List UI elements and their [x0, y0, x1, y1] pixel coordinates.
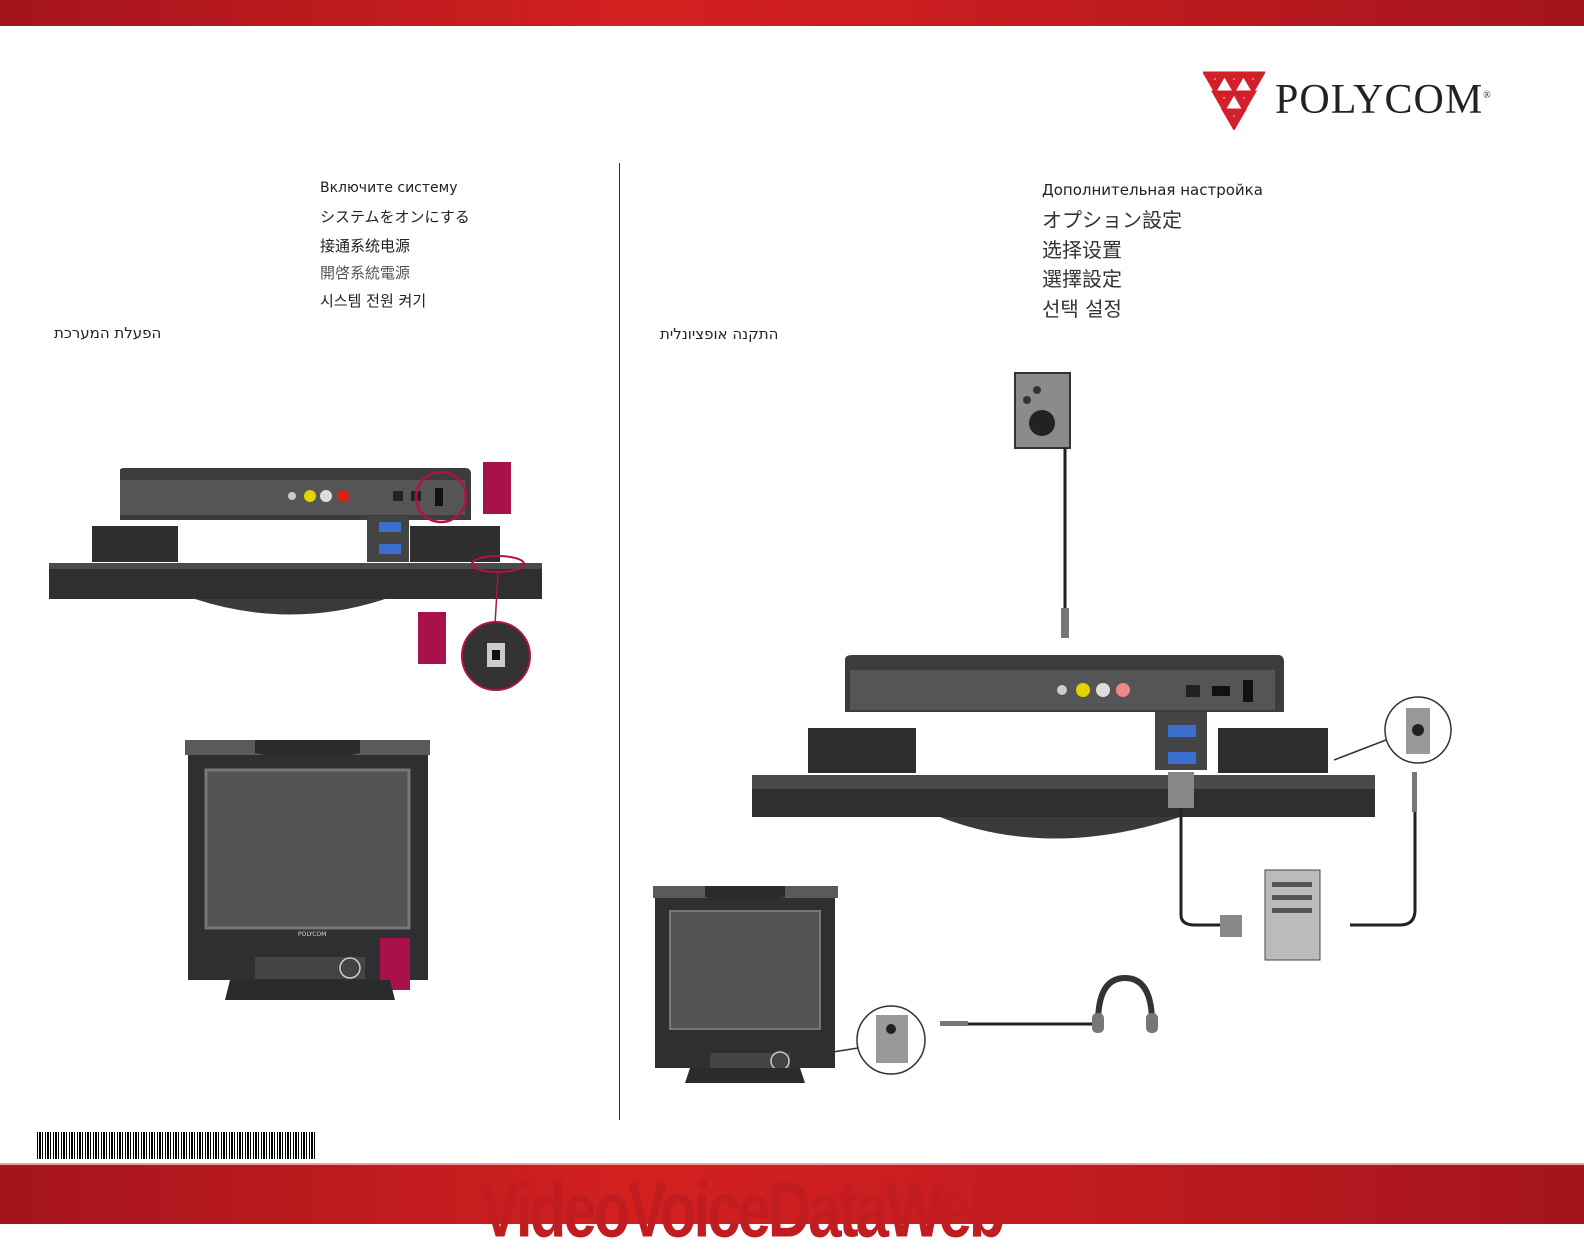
polycom-logo: POLYCOM®: [1203, 70, 1492, 130]
left-heading-he: הפעלת המערכת: [54, 324, 162, 342]
device-brand-label: POLYCOM: [298, 931, 326, 938]
polycom-logo-icon: [1203, 71, 1265, 130]
vga-port: [379, 544, 401, 554]
left-heading-ko: 시스템 전원 켜기: [320, 292, 427, 310]
system-rear-connections: [752, 655, 1452, 961]
right-heading-ko: 선택 설정: [1042, 297, 1122, 321]
power-button: [339, 957, 361, 979]
system-front-view: POLYCOM: [185, 740, 430, 1000]
left-heading-ru: Включите систему: [320, 180, 458, 196]
brand-name: POLYCOM: [1275, 77, 1484, 123]
left-heading-zh-cn: 接通系统电源: [320, 237, 411, 255]
left-heading-zh-tw: 開啓系統電源: [320, 264, 411, 282]
vga-connector: [1168, 772, 1194, 808]
right-heading-ja: オプション設定: [1042, 208, 1182, 232]
right-heading-zh-cn: 选择设置: [1042, 238, 1122, 262]
right-heading-zh-tw: 選擇設定: [1042, 267, 1122, 291]
registered-mark: ®: [1483, 90, 1492, 101]
top-banner: [0, 0, 1584, 26]
headphone-cable: [1350, 812, 1417, 927]
bottom-banner: VideoVoiceDataWeb: [0, 1163, 1584, 1253]
step-marker: [483, 462, 511, 514]
left-heading-ja: システムをオンにする: [320, 208, 470, 226]
system-front-headphones: [653, 886, 1158, 1083]
barcode: [37, 1132, 317, 1159]
headphones: [1095, 974, 1155, 1024]
step-marker: [418, 612, 446, 664]
right-heading-ru: Дополнительная настройка: [1042, 181, 1263, 199]
tagline: VideoVoiceDataWeb: [480, 1166, 1006, 1254]
vga-cable: [1179, 808, 1220, 927]
column-divider: [619, 163, 620, 1120]
system-rear-view: [49, 462, 542, 691]
vga-port: [379, 522, 401, 532]
right-heading-he: התקנה אופציונלית: [660, 325, 779, 343]
power-switch-highlight: [414, 470, 468, 524]
speaker: [1014, 372, 1071, 638]
